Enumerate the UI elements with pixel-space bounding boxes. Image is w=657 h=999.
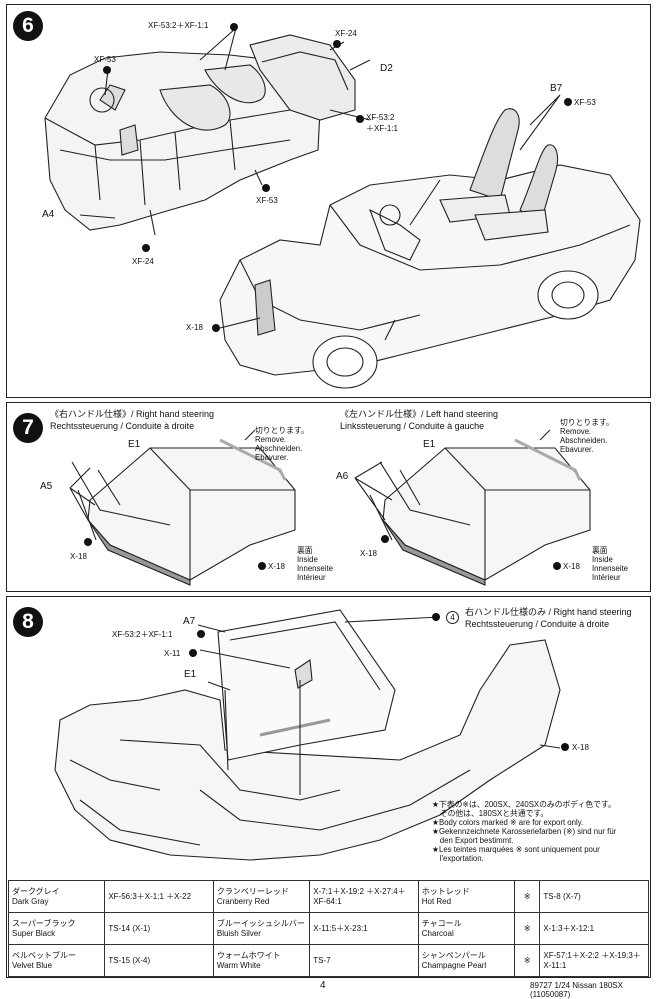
- kit-reference: 89727 1/24 Nissan 180SX (11050087): [530, 981, 623, 999]
- paint-marker-icon: [212, 324, 220, 332]
- inside-note-right: 裏面 Inside Innenseite Intérieur: [592, 546, 628, 582]
- step-7-left-subtitle: Rechtssteuerung / Conduite à droite: [50, 421, 195, 431]
- paint-marker-icon: [142, 244, 150, 252]
- label-x11: X-11: [164, 649, 181, 658]
- label-e1-left: E1: [128, 439, 141, 450]
- paint-marker-icon: [258, 562, 266, 570]
- label-a6: A6: [336, 471, 349, 482]
- body-color-notes: ★下表の※は、200SX、240SXのみのボディ色です。 その他は、180SXと…: [432, 800, 617, 863]
- label-a7: A7: [183, 616, 196, 627]
- step-7-left-title: 《右ハンドル仕様》/ Right hand steering: [50, 409, 215, 419]
- label-xf53-xf1-step8: XF-53:2＋XF-1:1: [112, 630, 173, 639]
- label-b7: B7: [550, 83, 563, 94]
- label-xf53-2: XF-53:2: [366, 113, 395, 122]
- inside-note-left: 裏面 Inside Innenseite Intérieur: [297, 546, 333, 582]
- step-6-illustration: [44, 27, 641, 389]
- label-xf24-bottom: XF-24: [132, 257, 154, 266]
- paint-marker-icon: [381, 535, 389, 543]
- label-e1-right: E1: [423, 439, 436, 450]
- label-xf1-1: ＋XF-1:1: [366, 124, 399, 133]
- label-x18-right-b: X-18: [563, 562, 580, 571]
- label-x18: X-18: [186, 323, 203, 332]
- paint-marker-icon: [262, 184, 270, 192]
- page-number: 4: [320, 980, 326, 991]
- label-xf53-left: XF-53: [94, 55, 116, 64]
- label-x18-left-b: X-18: [268, 562, 285, 571]
- step-8-rhs-title: 右ハンドル仕様のみ / Right hand steering: [465, 607, 632, 617]
- label-x18-left-a: X-18: [70, 552, 87, 561]
- label-a5: A5: [40, 481, 53, 492]
- paint-marker-icon: [189, 649, 197, 657]
- paint-marker-icon: [103, 66, 111, 74]
- paint-marker-icon: [84, 538, 92, 546]
- step-7-illustration: [69, 429, 591, 586]
- paint-marker-icon: [333, 40, 341, 48]
- step-ref-circle-4: 4: [446, 611, 459, 624]
- paint-marker-icon: [432, 613, 440, 621]
- label-xf24-top: XF-24: [335, 29, 357, 38]
- label-x18-step8: X-18: [572, 743, 589, 752]
- paint-marker-icon: [561, 743, 569, 751]
- paint-marker-icon: [553, 562, 561, 570]
- label-d2: D2: [380, 63, 393, 74]
- label-xf53-right: XF-53: [574, 98, 596, 107]
- label-xf53-bottom: XF-53: [256, 196, 278, 205]
- paint-marker-icon: [564, 98, 572, 106]
- remove-note-right: 切りとります。 Remove. Abschneiden. Ebavurer.: [560, 418, 614, 454]
- label-a4: A4: [42, 209, 55, 220]
- label-e1-step8: E1: [184, 669, 197, 680]
- step-7-number: 7: [13, 413, 43, 443]
- paint-marker-icon: [230, 23, 238, 31]
- step-7-right-subtitle: Linkssteuerung / Conduite à gauche: [340, 421, 485, 431]
- label-x18-right-a: X-18: [360, 549, 377, 558]
- step-8-number: 8: [13, 607, 43, 637]
- step-7-right-title: 《左ハンドル仕様》/ Left hand steering: [340, 409, 499, 419]
- step-8-illustration: [54, 609, 561, 861]
- label-xf53-xf1: XF-53:2＋XF-1:1: [148, 21, 209, 30]
- paint-marker-icon: [356, 115, 364, 123]
- paint-marker-icon: [197, 630, 205, 638]
- remove-note-left: 切りとります。 Remove. Abschneiden. Ebavurer.: [255, 426, 309, 462]
- step-8-rhs-subtitle: Rechtssteuerung / Conduite à droite: [465, 619, 610, 629]
- step-6-number: 6: [13, 11, 43, 41]
